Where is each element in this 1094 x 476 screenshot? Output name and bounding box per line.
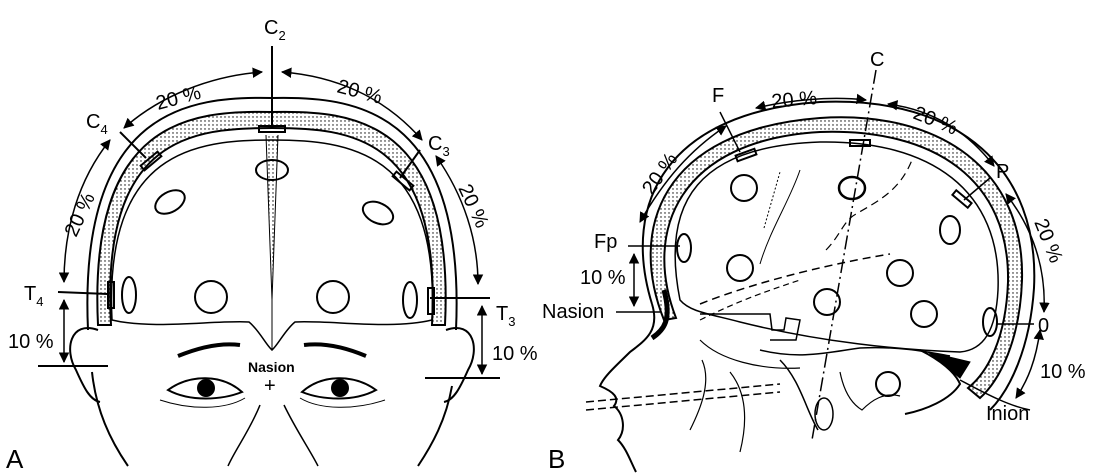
eyebrow-right bbox=[304, 344, 366, 356]
electrode-b-fp bbox=[677, 234, 691, 262]
label-t3: T3 bbox=[496, 303, 515, 329]
electrode-b-5 bbox=[940, 216, 960, 244]
arrow-arc-b-5 bbox=[1016, 330, 1040, 398]
electrode-t4 bbox=[122, 277, 136, 313]
panel-letter-b: B bbox=[548, 444, 565, 474]
skull-band-b bbox=[651, 117, 1022, 398]
pct-b-fp-nasion: 10 % bbox=[580, 267, 626, 289]
label-c3: C3 bbox=[428, 133, 450, 159]
face-profile-b bbox=[600, 304, 654, 472]
pct-b-top-left: 20 % bbox=[771, 87, 819, 113]
label-inion-b: Inion bbox=[986, 403, 1029, 425]
pct-b-inion: 10 % bbox=[1040, 361, 1086, 383]
panel-b bbox=[586, 70, 1044, 472]
label-o-b: 0 bbox=[1038, 315, 1049, 337]
panel-a bbox=[38, 46, 500, 466]
panel-b-labels: C F P Fp 0 Nasion Inion 20 % 20 % 20 % 2… bbox=[542, 49, 1086, 474]
label-c4: C4 bbox=[86, 111, 108, 137]
slot-t3 bbox=[428, 288, 434, 314]
nasion-mark-a: + bbox=[264, 375, 276, 397]
electrode-b-2 bbox=[727, 255, 753, 281]
electrode-b-6 bbox=[911, 301, 937, 327]
label-f-b: F bbox=[712, 85, 724, 107]
label-t4: T4 bbox=[24, 283, 43, 309]
electrode-f-right bbox=[359, 197, 396, 229]
brain-outline-b bbox=[675, 142, 998, 352]
electrode-f-left bbox=[151, 185, 189, 218]
ear-right-a bbox=[444, 328, 474, 402]
electrode-b-c bbox=[839, 177, 865, 199]
electrode-p-right bbox=[317, 281, 349, 313]
electrode-b-7 bbox=[876, 372, 900, 396]
pct-a-bottom-left: 10 % bbox=[8, 331, 54, 353]
label-nasion-a: Nasion bbox=[248, 359, 295, 375]
scalp-outline-b bbox=[643, 102, 1035, 410]
label-c-b: C bbox=[870, 49, 884, 71]
panel-letter-a: A bbox=[6, 444, 24, 474]
electrode-p-left bbox=[195, 281, 227, 313]
label-c2: C2 bbox=[264, 17, 286, 43]
pct-a-side-right: 20 % bbox=[453, 181, 492, 232]
label-fp-b: Fp bbox=[594, 231, 617, 253]
electrode-b-4 bbox=[887, 260, 913, 286]
label-p-b: P bbox=[996, 161, 1009, 183]
pct-b-back-arc: 20 % bbox=[1029, 216, 1067, 267]
label-nasion-b: Nasion bbox=[542, 301, 604, 323]
electrode-b-o bbox=[983, 308, 997, 336]
pct-a-bottom-right: 10 % bbox=[492, 343, 538, 365]
eyebrow-left bbox=[178, 344, 240, 356]
electrode-t3 bbox=[403, 282, 417, 318]
electrode-b-1 bbox=[731, 175, 757, 201]
